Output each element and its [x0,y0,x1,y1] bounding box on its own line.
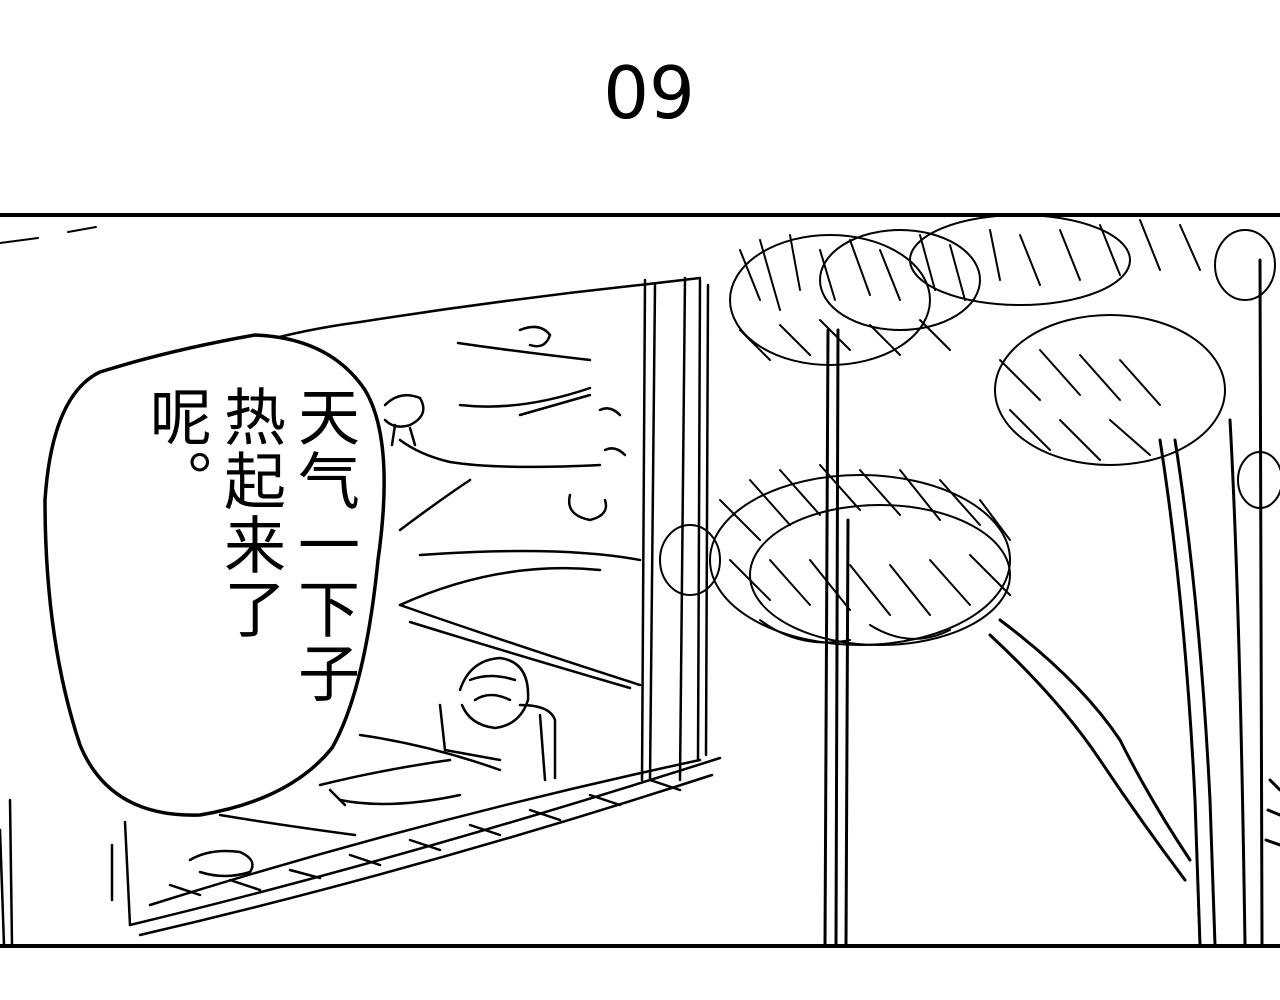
sky-strokes [0,226,97,244]
character-sketch [318,656,557,807]
panel-frame [0,213,1280,948]
wall-sketch [640,276,710,782]
page-number: 09 [603,51,695,135]
tree-trunks [823,258,1280,947]
floor-sketch [0,756,722,947]
tree-foliage [659,214,1280,646]
speech-bubble-text: 天气一下子热起来了呢。 [139,385,360,705]
landscape-sketch [248,276,702,690]
speech-bubble [43,333,386,817]
